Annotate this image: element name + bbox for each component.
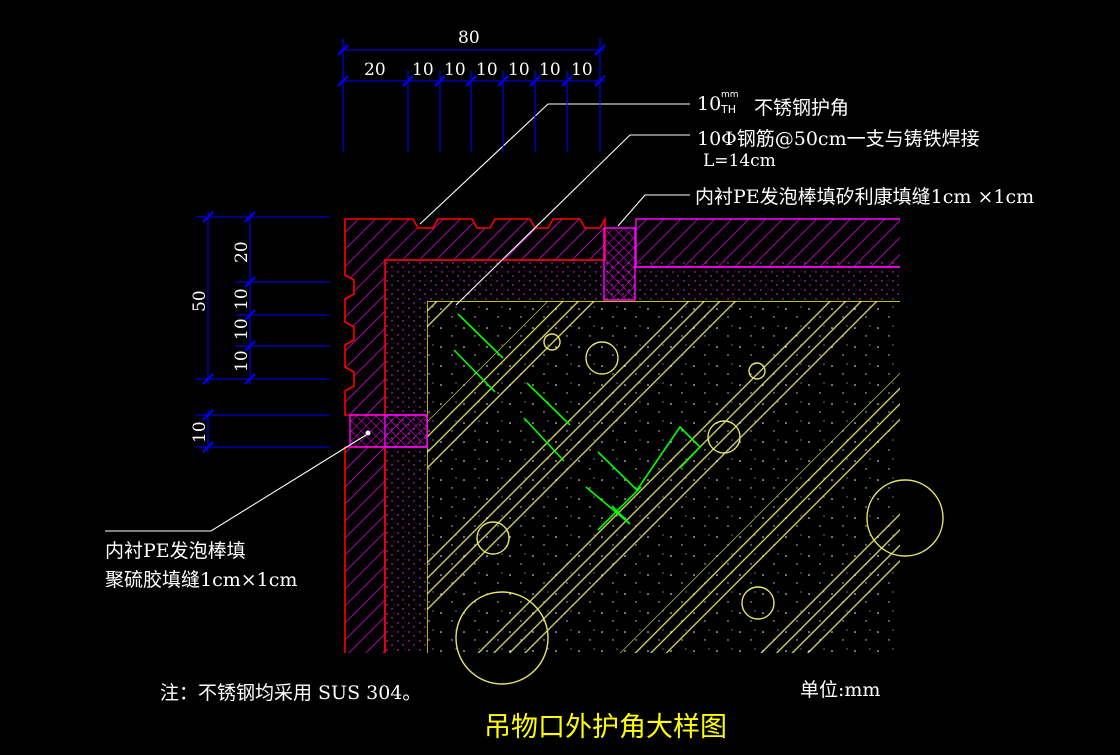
label-pe-left-1: 内衬PE发泡棒填 [105,540,246,562]
dim-top-seg-7: 10 [571,60,593,80]
label-pe-top: 内衬PE发泡棒填矽利康填缝1cm ×1cm [695,186,1035,208]
label-thickness-unit-bottom: TH [721,103,736,116]
sealant-joint-left [349,414,428,448]
left-dimensions [196,211,330,453]
label-rebar-length: L=14cm [703,151,776,171]
concrete-core [426,300,944,685]
dim-top-seg-5: 10 [508,60,530,80]
sealant-joint-top [603,227,636,301]
dim-top-seg-1: 20 [364,60,386,80]
dim-left-lower: 10 [190,421,210,443]
dim-left-total: 50 [190,290,210,312]
note-material: 注：不锈钢均采用 SUS 304。 [160,682,422,704]
drawing-title: 吊物口外护角大样图 [484,712,727,743]
dim-top-total: 80 [458,28,480,48]
label-thickness-value: 10 [697,93,722,115]
dim-left-seg-3: 10 [232,318,252,340]
dim-top-seg-2: 10 [412,60,434,80]
dim-left-seg-1: 20 [232,241,252,263]
aggregate-circles [455,333,944,685]
dim-top-seg-4: 10 [476,60,498,80]
dim-left-seg-4: 10 [232,350,252,372]
dim-left-seg-2: 10 [232,288,252,310]
label-pe-left-2: 聚硫胶填缝1cm×1cm [105,569,298,591]
leader-lines [105,103,690,532]
note-unit: 单位:mm [800,679,881,701]
top-dimensions [337,38,606,152]
label-stainless-corner: 不锈钢护角 [754,97,850,119]
label-rebar: 10Φ钢筋@50cm一支与铸铁焊接 [697,128,980,150]
dim-top-seg-6: 10 [539,60,561,80]
label-thickness-unit-top: mm [721,90,739,100]
dim-top-seg-3: 10 [444,60,466,80]
